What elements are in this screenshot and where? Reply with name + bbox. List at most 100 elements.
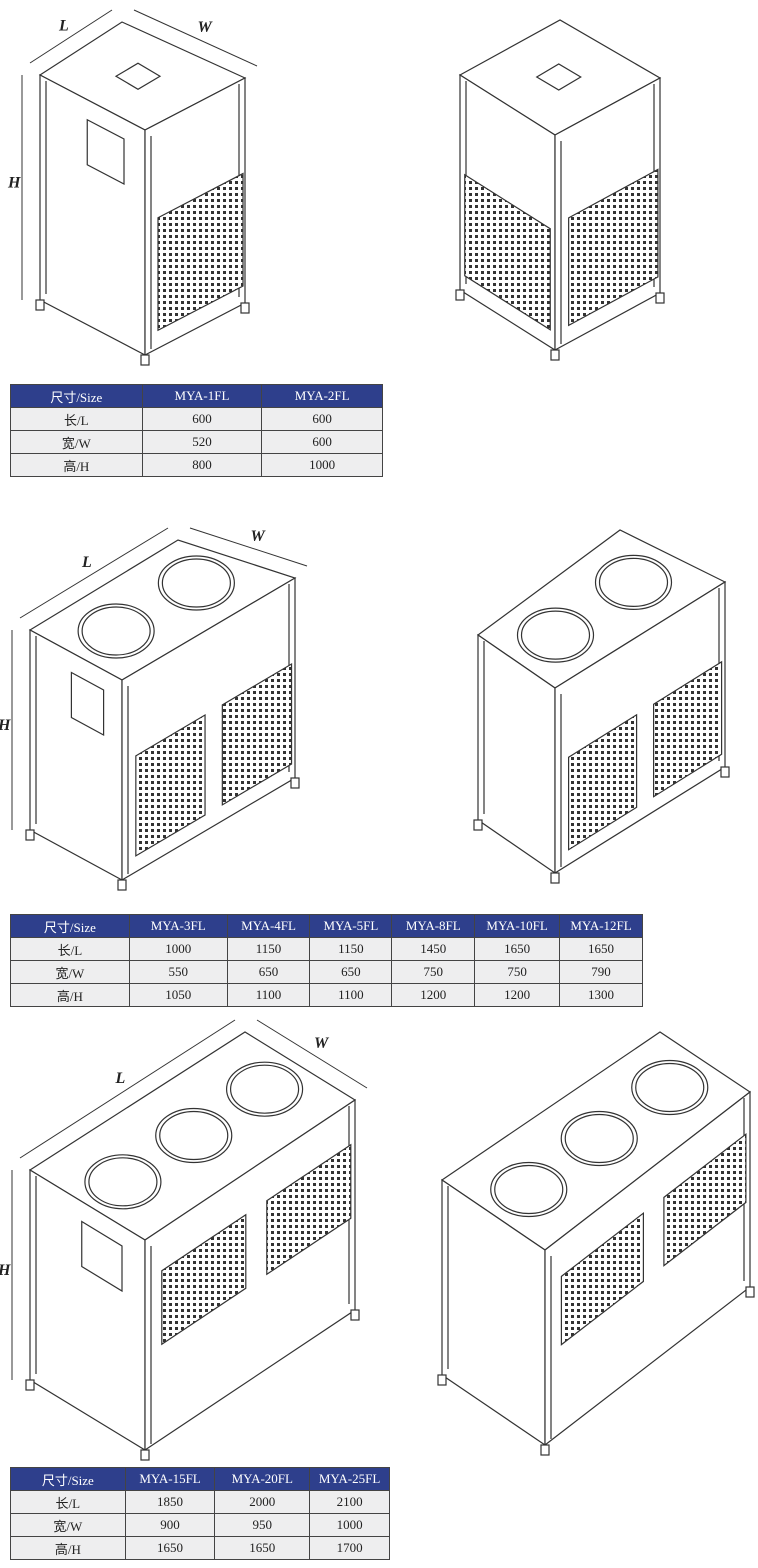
caster-foot (720, 766, 730, 778)
fan-ring-inner (88, 1157, 158, 1207)
model-header: MYA-1FL (141, 384, 263, 408)
dimension-value: 1450 (391, 937, 476, 961)
dimension-value: 750 (474, 960, 561, 984)
caster-foot (473, 819, 483, 831)
fan-ring (157, 555, 235, 611)
size-header: 尺寸/Size (10, 914, 130, 938)
mya-15fl-25fl-front-view (25, 1031, 360, 1461)
dimension-value: 1000 (309, 1513, 390, 1537)
caster-foot (140, 1449, 150, 1461)
dimension-value: 900 (124, 1513, 216, 1537)
fan-ring-inner (161, 558, 231, 608)
dimension-label-h: H (0, 717, 11, 734)
vent-grille (652, 660, 723, 798)
fan-ring (84, 1154, 162, 1210)
mya-1fl-2fl-front-view (35, 21, 250, 366)
model-header: MYA-10FL (474, 914, 561, 938)
dimension-value: 750 (391, 960, 476, 984)
dimension-value: 1650 (474, 937, 561, 961)
caster-foot (240, 302, 250, 314)
dimension-value: 1200 (391, 983, 476, 1007)
dimension-value: 950 (214, 1513, 311, 1537)
dimension-label: 宽/W (10, 1513, 126, 1537)
model-header: MYA-25FL (309, 1467, 390, 1491)
fan-ring-inner (635, 1062, 705, 1113)
dimension-label: 宽/W (10, 960, 130, 984)
size-header: 尺寸/Size (10, 1467, 126, 1491)
fan-ring-inner (81, 606, 151, 656)
dimension-value: 2000 (214, 1490, 311, 1514)
dimension-value: 790 (559, 960, 643, 984)
size-header: 尺寸/Size (10, 384, 143, 408)
dimension-label-l: L (81, 554, 92, 571)
mya-15fl-25fl-rear-view (437, 1031, 755, 1456)
dimension-label-h: H (7, 175, 21, 192)
dimension-value: 1650 (559, 937, 643, 961)
model-header: MYA-8FL (391, 914, 476, 938)
fan-ring (631, 1059, 709, 1116)
dimension-value: 1150 (309, 937, 393, 961)
caster-foot (437, 1374, 447, 1386)
control-panel-window (70, 671, 105, 737)
dimension-label: 长/L (10, 1490, 126, 1514)
fan-ring (594, 554, 673, 610)
control-panel-window (81, 1220, 123, 1293)
dimension-value: 1100 (226, 983, 311, 1007)
fan-ring-inner (159, 1110, 229, 1161)
dimension-label: 长/L (10, 937, 130, 961)
top-hatch (114, 62, 162, 90)
fan-ring-inner (229, 1064, 300, 1114)
model-header: MYA-4FL (226, 914, 311, 938)
dimension-value: 800 (141, 453, 263, 477)
model-header: MYA-20FL (214, 1467, 311, 1491)
vent-grille (135, 713, 206, 857)
dimension-value: 520 (141, 430, 263, 454)
dimension-value: 600 (261, 430, 383, 454)
dimension-label: 长/L (10, 407, 143, 431)
dimension-label: 高/H (10, 453, 143, 477)
fan-ring-inner (598, 557, 669, 607)
fan-ring (560, 1110, 638, 1167)
caster-foot (117, 879, 127, 891)
caster-foot (655, 292, 665, 304)
mya-3fl-12fl-front-view (25, 539, 300, 891)
dimension-value: 2100 (309, 1490, 390, 1514)
dimension-value: 1050 (128, 983, 228, 1007)
dimension-label: 高/H (10, 983, 130, 1007)
dimension-label: 宽/W (10, 430, 143, 454)
mya-3fl-12fl-rear-view (473, 529, 730, 884)
dimension-value: 550 (128, 960, 228, 984)
dimension-lines (21, 9, 258, 300)
vent-grille (560, 1211, 645, 1346)
model-header: MYA-2FL (261, 384, 383, 408)
fan-ring-inner (564, 1113, 634, 1164)
dimension-value: 600 (141, 407, 263, 431)
dimension-value: 1300 (559, 983, 643, 1007)
dimension-lines (11, 527, 308, 830)
model-header: MYA-3FL (128, 914, 228, 938)
fan-ring-inner (520, 610, 591, 660)
dimension-label-w: W (251, 528, 267, 545)
dimension-value: 1100 (309, 983, 393, 1007)
dimension-value: 1150 (226, 937, 311, 961)
vent-grille (567, 713, 638, 851)
caster-foot (290, 777, 300, 789)
top-hatch (535, 63, 582, 91)
vent-grille (568, 168, 659, 327)
caster-foot (550, 349, 560, 361)
dimension-label: 高/H (10, 1536, 126, 1560)
dimension-label-l: L (115, 1070, 126, 1087)
dimension-value: 1000 (128, 937, 228, 961)
caster-foot (540, 1444, 550, 1456)
dimension-value: 1650 (214, 1536, 311, 1560)
